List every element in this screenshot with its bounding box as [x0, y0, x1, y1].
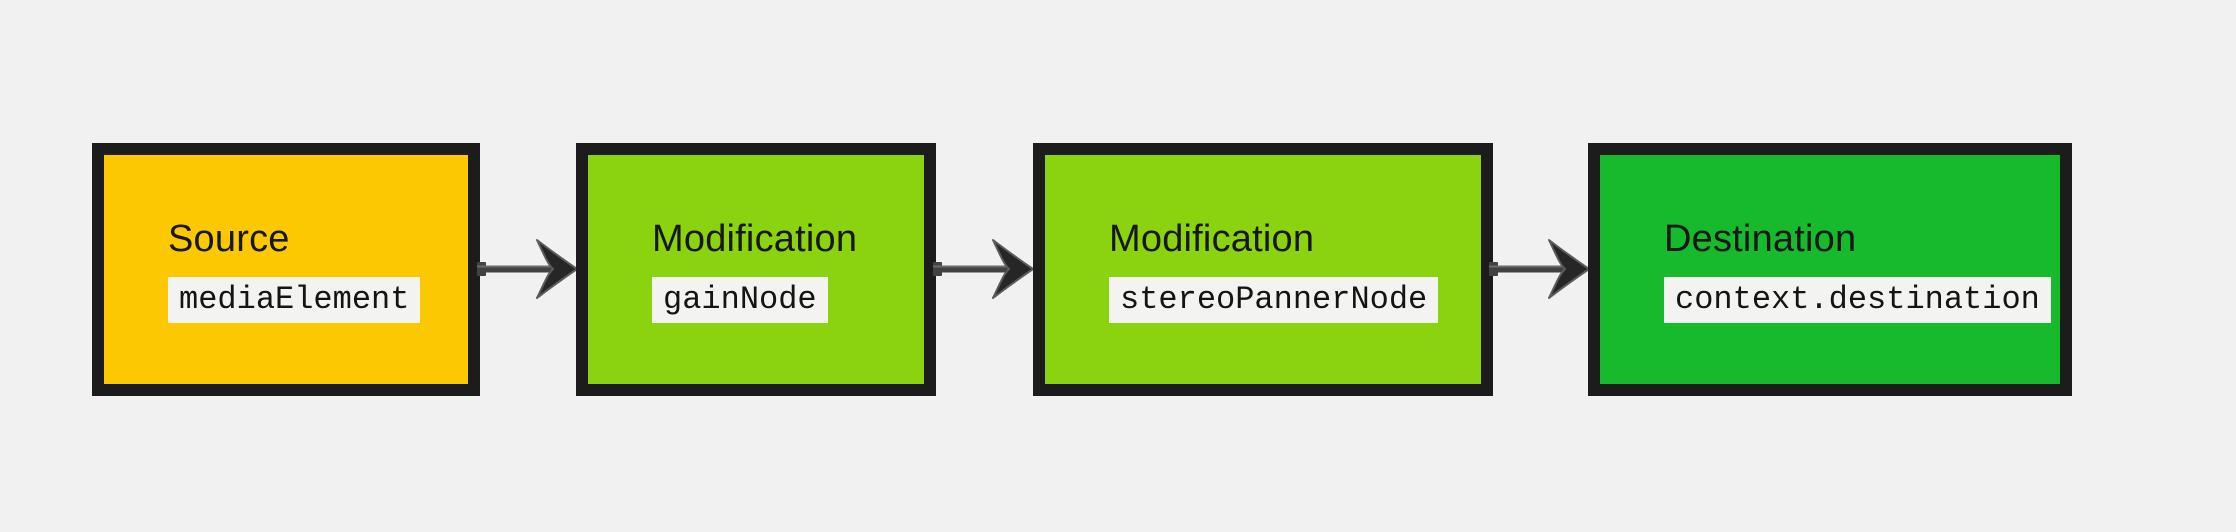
- node-modification-gain-code-chip: gainNode: [652, 276, 828, 323]
- arrow-right-icon: [933, 239, 1034, 299]
- node-modification-panner-code-chip: stereoPannerNode: [1109, 276, 1439, 323]
- node-destination-label: Destination: [1664, 217, 1857, 260]
- arrow-right-icon: [477, 239, 578, 299]
- node-source-label: Source: [168, 217, 290, 260]
- node-destination: Destination context.destination: [1588, 143, 2072, 396]
- arrow-right-icon: [1489, 239, 1590, 299]
- node-source: Source mediaElement: [92, 143, 480, 396]
- node-modification-panner-label: Modification: [1109, 217, 1315, 260]
- node-destination-code-chip: context.destination: [1664, 276, 2051, 323]
- node-modification-gain-label: Modification: [652, 217, 858, 260]
- node-modification-gain: Modification gainNode: [576, 143, 936, 396]
- node-modification-panner: Modification stereoPannerNode: [1033, 143, 1493, 396]
- node-source-code-chip: mediaElement: [168, 276, 421, 323]
